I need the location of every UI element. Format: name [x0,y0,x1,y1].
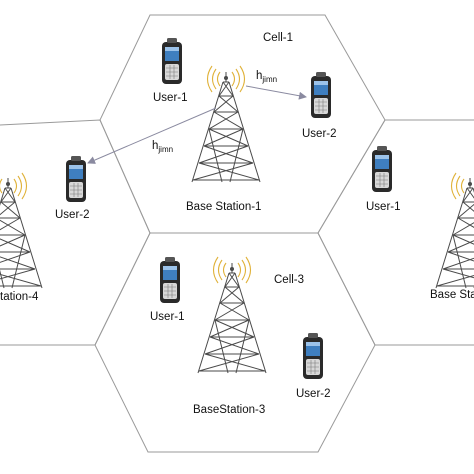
channel-label: hjimn [256,70,277,84]
user-label: User-1 [150,311,185,323]
base-station-label: Base Stat [430,289,474,301]
cell-label: Cell-3 [274,274,304,286]
base-station-4 [0,172,43,289]
user-label: User-2 [55,209,90,221]
cell-label: Cell-1 [263,32,293,44]
channel-arrow-to-cell4-user-2 [87,107,217,164]
cell-4-boundary [0,119,151,346]
user-label: User-1 [153,92,188,104]
signal-waves-icon [450,172,474,200]
channel-label: hjimn [152,140,173,154]
cell-tower-icon [435,177,474,289]
channel-arrow-to-user-2 [245,85,307,100]
cell-tower-icon [0,177,43,289]
base-station-label: tation-4 [0,291,39,303]
base-station-1 [191,65,261,183]
cell-3-boundary [94,232,376,453]
phone-icon [302,332,324,380]
user-label: User-2 [302,128,337,140]
phone-icon [159,256,181,304]
base-station-label: BaseStation-3 [193,404,265,416]
phone-icon [371,145,393,193]
phone-icon [161,37,183,85]
cell-tower-icon [197,262,267,374]
phone-icon [310,71,332,119]
base-station-2 [435,172,474,289]
user-label: User-2 [296,388,331,400]
cell-tower-icon [191,71,261,183]
phone-icon [65,155,87,203]
base-station-label: Base Station-1 [186,201,261,213]
base-station-3 [197,256,267,374]
user-label: User-1 [366,201,401,213]
cell-2-boundary [317,119,474,346]
